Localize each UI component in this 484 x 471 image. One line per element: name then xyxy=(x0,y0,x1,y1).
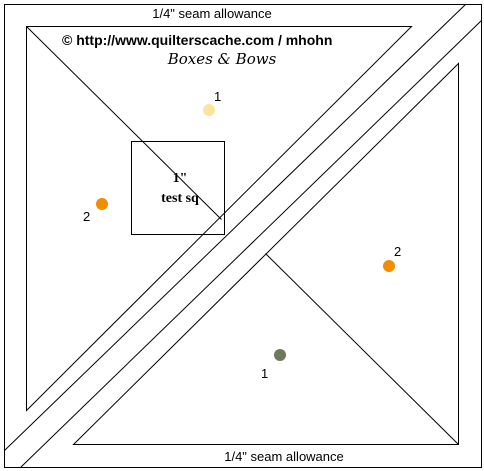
upper-diagonal-line xyxy=(26,26,222,220)
test-square xyxy=(131,141,225,235)
test-square-line1: 1" xyxy=(173,171,188,186)
marker-lower-green: 1 xyxy=(261,349,286,381)
test-square-line2: test sq xyxy=(161,191,199,206)
marker-label: 2 xyxy=(394,244,401,259)
pattern-name: Boxes & Bows xyxy=(167,50,277,68)
diagonal-seam-line-2 xyxy=(20,20,482,468)
seam-allowance-bottom-label: 1/4" seam allowance xyxy=(224,449,344,464)
marker-label: 1 xyxy=(214,89,221,104)
marker-upper-light: 1 xyxy=(203,89,221,116)
marker-label: 1 xyxy=(261,366,268,381)
upper-left-triangle xyxy=(26,26,413,412)
marker-label: 2 xyxy=(83,209,90,224)
marker-left-orange: 2 xyxy=(83,198,108,224)
outer-seam-square xyxy=(4,4,482,468)
marker-dot xyxy=(274,349,286,361)
marker-dot xyxy=(383,260,395,272)
marker-dot xyxy=(96,198,108,210)
marker-right-orange: 2 xyxy=(383,244,401,272)
inner-triangle-edge xyxy=(265,253,459,445)
diagonal-seam-line-1 xyxy=(4,4,466,451)
copyright-text: © http://www.quilterscache.com / mhohn xyxy=(62,32,332,48)
marker-dot xyxy=(203,104,215,116)
seam-allowance-top-label: 1/4" seam allowance xyxy=(152,6,272,21)
